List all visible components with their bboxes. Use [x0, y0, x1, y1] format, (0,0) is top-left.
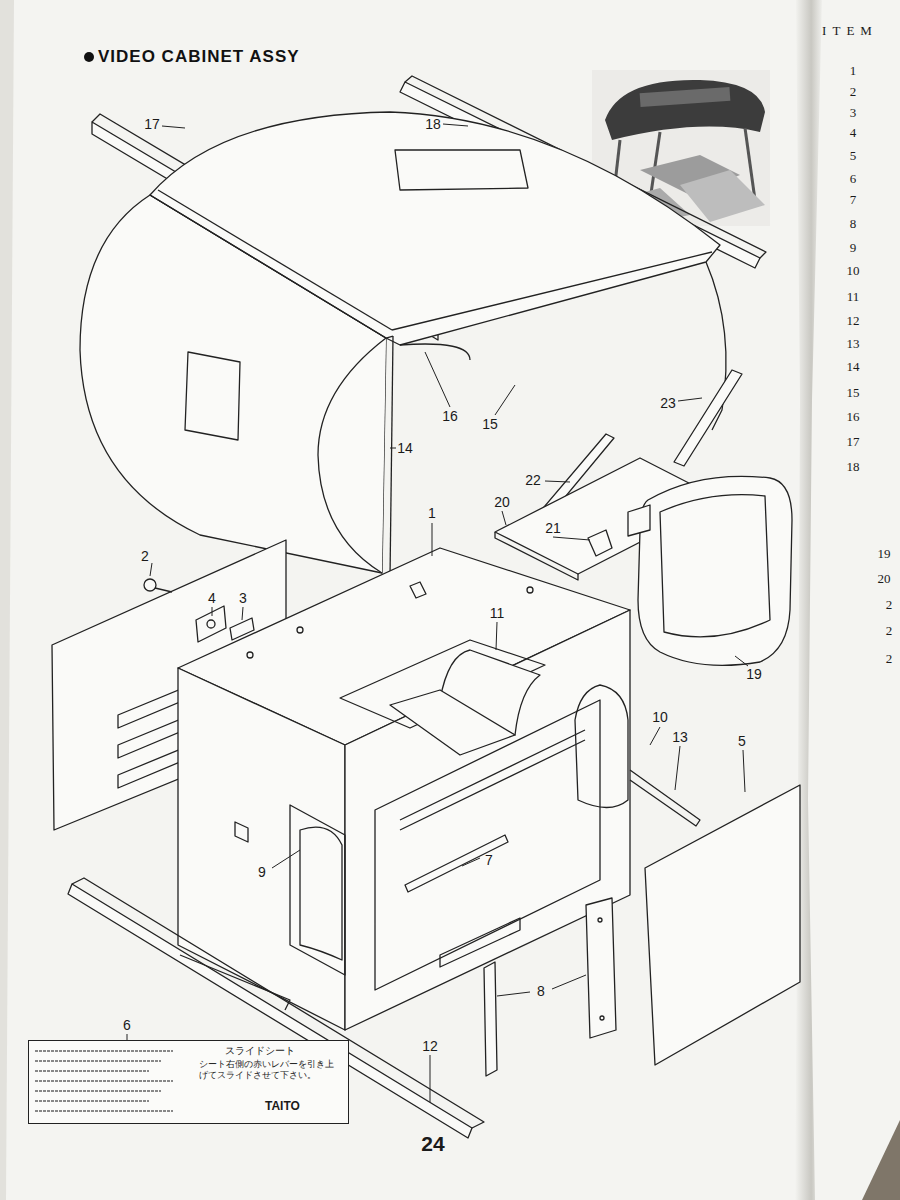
desk-corner	[862, 1120, 900, 1200]
warning-sticker: スライドシートシート右側の赤いレバーを引き上げてスライドさせて下さい。 TAITO	[28, 1040, 349, 1124]
item-list-entry: 8	[850, 217, 857, 230]
fine-print-texture	[33, 1045, 193, 1125]
item-list-entry: 20	[878, 572, 891, 585]
callout-number: 15	[482, 417, 498, 431]
callout-number: 17	[144, 117, 160, 131]
item-list-entry: 2	[886, 652, 893, 665]
item-list-entry: 11	[847, 290, 860, 303]
callout-number: 3	[239, 591, 247, 605]
callout-number: 9	[258, 865, 266, 879]
item-list-entry: 6	[850, 172, 857, 185]
item-list-entry: 3	[850, 106, 857, 119]
sticker-instruction: シート右側の赤いレバーを引き上げてスライドさせて下さい。	[199, 1059, 341, 1080]
item-list-entry: 4	[850, 126, 857, 139]
item-list-entry: 12	[847, 314, 860, 327]
callout-number: 12	[422, 1039, 438, 1053]
item-list-entry: 15	[847, 386, 860, 399]
item-list-entry: 1	[850, 64, 857, 77]
callout-number: 19	[746, 667, 762, 681]
item-list-entry: 13	[847, 337, 860, 350]
item-list-entry: 19	[878, 547, 891, 560]
callout-number: 11	[490, 606, 505, 620]
sticker-logo: TAITO	[265, 1099, 335, 1114]
callout-number: 18	[425, 117, 441, 131]
cabinet-drawing	[52, 76, 800, 1138]
item-list-entry: 9	[850, 241, 857, 254]
item-list-entry: 16	[847, 410, 860, 423]
item-list-entry: 14	[847, 360, 860, 373]
callout-number: 16	[442, 409, 458, 423]
callout-number: 7	[485, 853, 493, 867]
page-edge	[0, 0, 14, 1200]
item-list-entry: ITEM	[822, 24, 878, 37]
item-list-entry: 2	[886, 624, 893, 637]
callout-number: 14	[397, 441, 413, 455]
callout-number: 20	[494, 495, 510, 509]
callout-number: 10	[652, 710, 668, 724]
callout-number: 22	[525, 473, 541, 487]
callout-number: 6	[123, 1018, 131, 1032]
item-list-entry: 10	[847, 264, 860, 277]
title-bullet	[84, 52, 94, 62]
callout-number: 23	[660, 396, 676, 410]
page-number: 24	[421, 1133, 444, 1154]
item-list-entry: 7	[850, 193, 857, 206]
callout-number: 5	[738, 734, 746, 748]
item-list-entry: 17	[847, 435, 860, 448]
diagram-title: VIDEO CABINET ASSY	[98, 47, 300, 67]
callout-number: 4	[208, 591, 216, 605]
item-list-entry: 2	[850, 85, 857, 98]
page-gutter	[795, 0, 822, 1200]
item-list-entry: 18	[847, 460, 860, 473]
callout-number: 21	[545, 521, 561, 535]
callout-number: 13	[672, 730, 688, 744]
sticker-heading: スライドシート	[225, 1045, 343, 1057]
item-list-entry: 2	[886, 598, 893, 611]
callout-number: 8	[537, 984, 545, 998]
callout-number: 1	[428, 506, 436, 520]
callout-number: 2	[141, 549, 149, 563]
item-list-entry: 5	[850, 149, 857, 162]
